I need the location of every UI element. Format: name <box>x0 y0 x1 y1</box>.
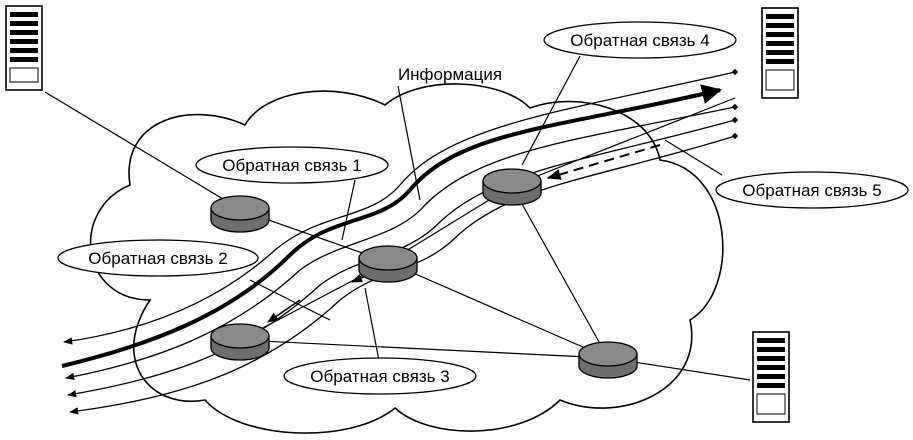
label-information: Информация <box>398 65 502 84</box>
label-feedback-4: Обратная связь 4 <box>570 31 709 50</box>
label-feedback-2: Обратная связь 2 <box>88 249 227 268</box>
feedback-5-dashed-arrow <box>546 144 661 180</box>
router-5 <box>578 341 638 379</box>
callout-feedback-1: Обратная связь 1 <box>195 146 389 184</box>
router-2 <box>358 245 418 283</box>
router-4 <box>482 168 542 206</box>
server-icon <box>761 7 799 99</box>
server-icon <box>752 331 790 423</box>
callout-leaders <box>249 55 723 367</box>
label-feedback-3: Обратная связь 3 <box>310 367 449 386</box>
topology-links <box>44 91 751 381</box>
callout-feedback-3: Обратная связь 3 <box>283 357 477 395</box>
callout-feedback-2: Обратная связь 2 <box>57 239 259 277</box>
router-3 <box>210 323 270 361</box>
server-icon <box>5 5 43 91</box>
callout-feedback-4: Обратная связь 4 <box>543 21 737 59</box>
flow-line-upper-1 <box>63 68 739 345</box>
information-flow-bold <box>61 84 722 368</box>
label-feedback-5: Обратная связь 5 <box>742 181 881 200</box>
callout-feedback-5: Обратная связь 5 <box>715 171 909 209</box>
label-feedback-1: Обратная связь 1 <box>222 156 361 175</box>
feedback-2-arrow <box>267 299 301 323</box>
router-1 <box>210 195 270 233</box>
